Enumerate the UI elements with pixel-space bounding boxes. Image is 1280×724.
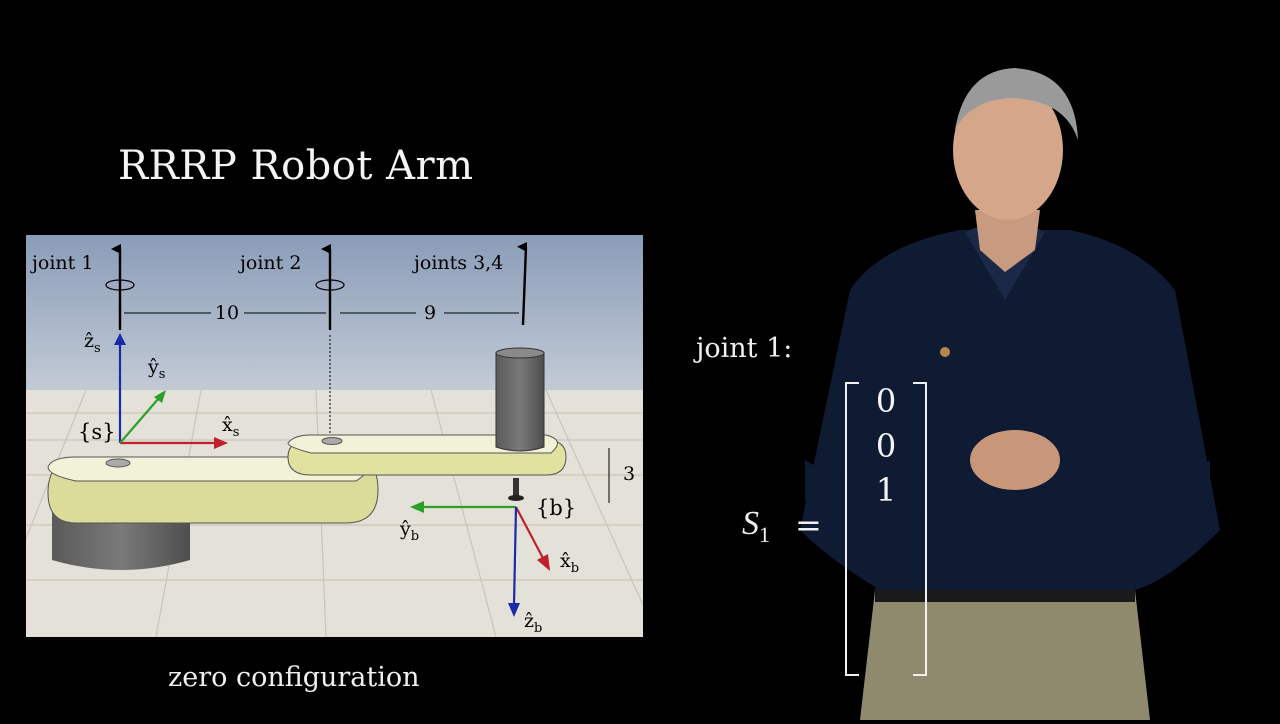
height-3-label: 3 [623,463,635,485]
joint-2-label: joint 2 [238,252,301,274]
zs-axis-label: ẑ [84,330,94,352]
xs-axis-label: x̂ [222,414,233,436]
frame-b-label: {b} [536,496,576,520]
distance-9-label: 9 [424,302,436,324]
vector-bracket-left [845,382,859,676]
ys-axis-label: ŷ [147,356,159,378]
figure-caption: zero configuration [168,662,420,693]
screw-vector-entry-2: 0 [875,427,897,465]
robot-arm-figure: 10 9 3 joint 1 joint 2 joints 3,4 ẑs ŷs … [26,235,643,637]
svg-text:ŷs: ŷs [147,356,165,382]
svg-text:x̂s: x̂s [222,414,239,440]
joint-1-label: joint 1 [30,252,93,274]
screw-vector-entry-3: 1 [875,471,897,509]
joints-3-4-label: joints 3,4 [412,252,503,274]
slide-title: RRRP Robot Arm [118,143,474,189]
svg-text:ŷb: ŷb [399,518,419,544]
yb-axis-label: ŷ [399,518,411,540]
equals-sign: = [795,506,822,544]
screw-vector-entry-1: 0 [875,382,897,420]
zb-axis-label: ẑ [524,610,534,632]
joint-1-heading: joint 1: [696,333,793,364]
distance-10-label: 10 [215,302,239,324]
svg-text:ẑs: ẑs [84,330,101,356]
svg-text:x̂b: x̂b [560,550,579,576]
screw-axis-symbol: S1 [742,505,770,547]
vector-bracket-right [913,382,927,676]
presenter-image [790,60,1230,724]
frame-s-label: {s} [78,420,116,444]
svg-text:ẑb: ẑb [524,610,542,636]
xb-axis-label: x̂ [560,550,571,572]
